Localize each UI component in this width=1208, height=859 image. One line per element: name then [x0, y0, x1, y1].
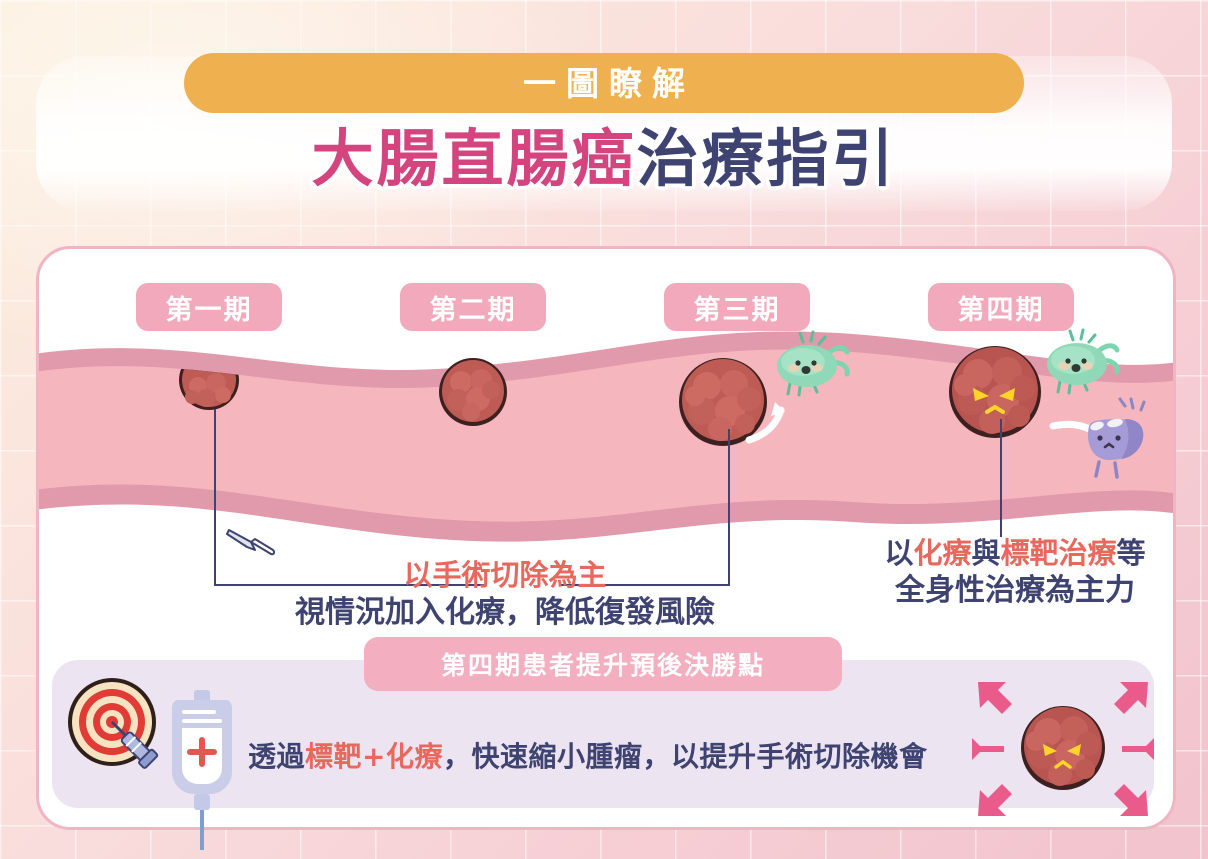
stage-badge-4-label: 第四期 [957, 294, 1045, 326]
stage-3-spread-arrow-head [771, 402, 785, 416]
page-title-part-1: 大腸直腸癌 [311, 122, 637, 195]
intestine-lumen [39, 349, 1173, 522]
leader-line-stage-1 [214, 409, 487, 586]
early-stage-treatment-text: 以手術切除為主 視情況加入化療，降低復發風險 [225, 527, 785, 633]
stage-badge-3: 第三期 [664, 283, 810, 331]
stage-badge-2: 第二期 [400, 283, 546, 331]
late-stage-seg-c: 與 [971, 536, 1001, 570]
stage-badge-1: 第一期 [136, 283, 282, 331]
stage-3-tumor [679, 358, 767, 446]
intestine-illustration [39, 328, 1173, 542]
bottom-ribbon: 第四期患者提升預後決勝點 [364, 637, 842, 691]
stage-3-lymph-node-character [777, 330, 850, 397]
stage-badge-2-label: 第二期 [429, 294, 517, 326]
shrinking-tumor-icon [972, 682, 1154, 816]
inward-arrows [972, 682, 1154, 816]
kicker-label: 一圖瞭解 [523, 63, 695, 103]
stage-badge-1-label: 第一期 [165, 294, 253, 326]
leader-line-stage-3 [559, 429, 730, 586]
bottom-text-seg-a: 透過 [248, 740, 306, 773]
stage-badge-3-label: 第三期 [693, 294, 781, 326]
kicker-pill: 一圖瞭解 [184, 53, 1024, 113]
stage-4-liver-character [1087, 397, 1146, 479]
iv-drip-icon [172, 690, 232, 850]
bottom-text-seg-c: ，快速縮小腫瘤，以提升手術切除機會 [442, 740, 928, 773]
bottom-text-seg-b: 標靶+化療 [305, 740, 443, 773]
late-stage-treatment-text: 以化療與標靶治療等 全身性治療為主力 [845, 535, 1173, 611]
late-stage-seg-a: 以 [884, 536, 914, 570]
late-stage-seg-b: 化療 [913, 536, 972, 570]
stage-4-lymph-node-character [1047, 328, 1120, 395]
stage-2-tumor [439, 358, 507, 426]
early-stage-line-2: 視情況加入化療，降低復發風險 [295, 595, 715, 631]
scalpel-icon [226, 529, 276, 556]
target-syringe-icon [68, 678, 159, 769]
early-stage-line-1: 以手術切除為主 [225, 527, 785, 594]
bottom-description: 透過標靶+化療，快速縮小腫瘤，以提升手術切除機會 [248, 735, 968, 775]
stage-badge-4: 第四期 [928, 283, 1074, 331]
late-stage-line-2: 全身性治療為主力 [895, 573, 1135, 609]
late-stage-seg-e: 等 [1116, 536, 1146, 570]
page-title-part-2: 治療指引 [636, 122, 897, 195]
early-stage-line-1-label: 以手術切除為主 [403, 558, 607, 592]
bottom-ribbon-label: 第四期患者提升預後決勝點 [440, 651, 765, 680]
stage-4-tumor [949, 346, 1041, 438]
leader-lines [214, 409, 1002, 586]
late-stage-seg-d: 標靶治療 [1000, 536, 1117, 570]
late-stage-line-1: 以化療與標靶治療等 [845, 535, 1173, 572]
page-title: 大腸直腸癌治療指引 [0, 118, 1208, 200]
